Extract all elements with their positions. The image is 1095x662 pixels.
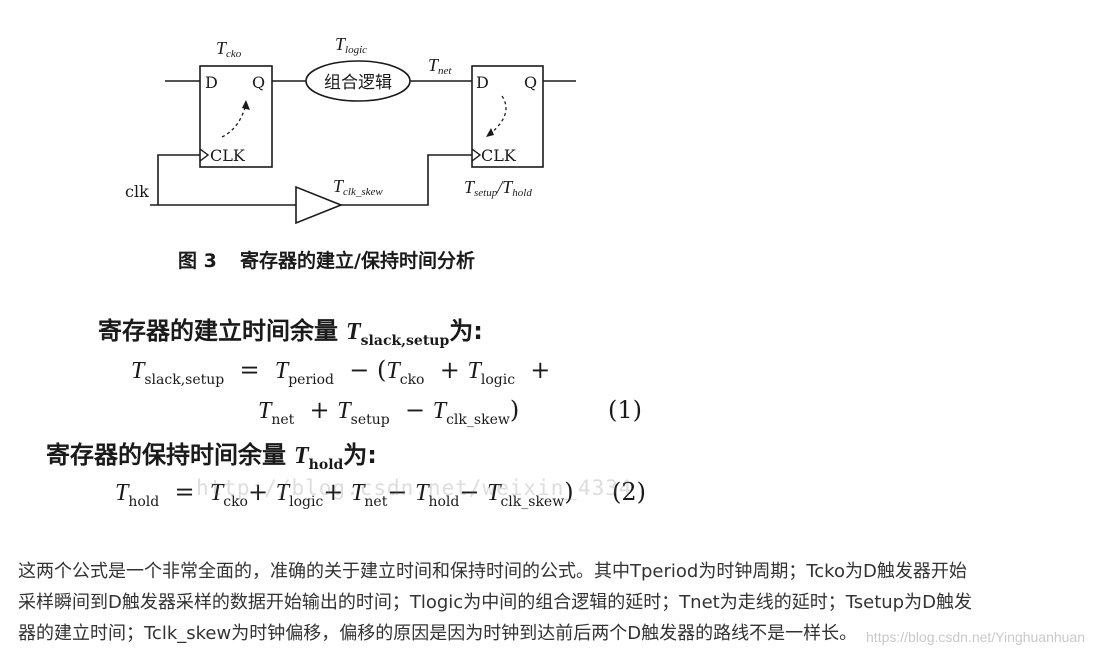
circuit-figure: D Q CLK D Q CLK 组合逻辑 Tcko Tlogic Tnet cl… [46,34,646,510]
tsetup-thold-label: Tsetup/Thold [464,177,532,199]
ff1-clock-notch [199,148,210,162]
flip-flop-1 [199,65,273,168]
paragraph-line-2: 采样瞬间到D触发器采样的数据开始输出的时间；Tlogic为中间的组合逻辑的延时；… [18,592,972,613]
ff2-clock-notch [471,148,482,162]
ff1-clk-label: CLK [210,146,246,165]
ff2-arrow [489,95,507,135]
wires [150,80,576,206]
equation-1-line-1: Tslack,setup = Tperiod − (Tcko + Tlogic … [131,356,550,388]
equation-1-line-2: Tnet + Tsetup − Tclk_skew) [258,396,519,428]
paragraph-line-3: 器的建立时间；Tclk_skew为时钟偏移，偏移的原因是因为时钟到达前后两个D触… [18,623,858,644]
ff2-q-label: Q [524,73,537,92]
clk-input-label: clk [125,182,149,201]
explanation-paragraph: 这两个公式是一个非常全面的，准确的关于建立时间和保持时间的公式。其中Tperio… [18,556,1078,649]
ff2-d-label: D [476,73,489,92]
ff1-q-label: Q [252,73,265,92]
tclk-skew-label: Tclk_skew [333,176,383,198]
clock-buffer [295,185,344,225]
equation-2: Thold = Tcko+ Tlogic+ Tnet− Thold− Tclk_… [115,478,574,510]
ff2-clk-label: CLK [481,146,517,165]
figure-caption-text: 寄存器的建立/保持时间分析 [240,249,475,272]
tlogic-label: Tlogic [335,34,367,56]
flip-flop-2 [471,65,544,168]
tnet-label: Tnet [428,55,452,77]
equation-1-number: (1) [608,396,642,424]
ff1-arrowhead [242,100,250,110]
equation-2-number: (2) [612,478,646,506]
faint-url-watermark: http://blog.csdn.net/weixin_4334 [196,476,633,500]
figure-caption-number: 图 3 [178,250,217,272]
ff1-arrow [221,103,247,138]
tcko-label: Tcko [216,38,242,60]
ff1-d-label: D [205,73,218,92]
csdn-watermark: https://blog.csdn.net/Yinghuanhuan [866,629,1085,645]
ff2-arrowhead [486,128,494,137]
logic-block [305,60,411,102]
logic-block-label: 组合逻辑 [324,73,392,93]
paragraph-line-1: 这两个公式是一个非常全面的，准确的关于建立时间和保持时间的公式。其中Tperio… [18,561,967,582]
